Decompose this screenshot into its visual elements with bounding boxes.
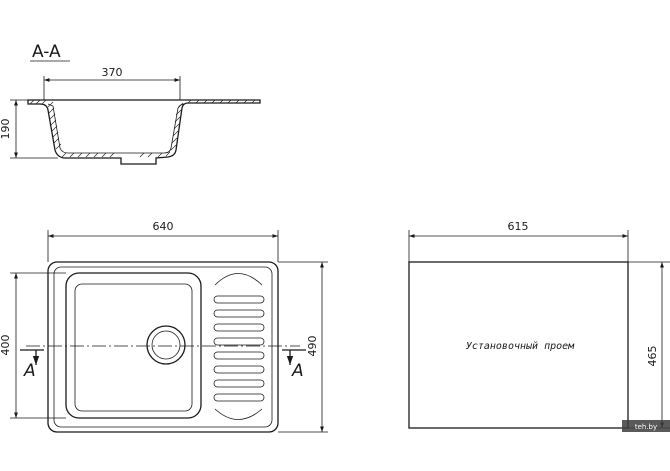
- drainer-ribs: [213, 273, 265, 420]
- section-view: A-A 370 190: [0, 42, 261, 165]
- cut-marker-left: A: [20, 349, 44, 381]
- sink-rim: [53, 266, 273, 428]
- cutout-label: Установочный проем: [466, 340, 575, 352]
- bowl-height-label: 400: [0, 335, 12, 356]
- section-height-label: 190: [0, 119, 12, 140]
- sink-bowl-outer: [65, 272, 202, 419]
- section-title: A-A: [32, 42, 61, 62]
- overall-height-label: 490: [306, 336, 319, 357]
- cutout-view: 615 Установочный проем 465: [408, 220, 670, 429]
- plan-view: 640 A: [0, 220, 328, 433]
- cutout-width-label: 615: [508, 220, 529, 233]
- cutout-rectangle: [408, 261, 629, 429]
- plan-width-label: 640: [153, 220, 174, 233]
- sink-bowl-inner: [74, 283, 193, 412]
- drain-outer: [146, 325, 186, 365]
- sink-profile: [27, 99, 261, 165]
- cut-marker-right-label: A: [291, 361, 304, 381]
- drain-inner: [151, 330, 181, 360]
- watermark: teh.by: [622, 420, 670, 432]
- cut-marker-left-label: A: [23, 361, 36, 381]
- section-width-label: 370: [102, 66, 123, 79]
- cut-marker-right: A: [282, 349, 306, 381]
- cutout-height-label: 465: [646, 346, 659, 367]
- sink-outline: [47, 261, 279, 433]
- watermark-text: teh.by: [635, 423, 657, 431]
